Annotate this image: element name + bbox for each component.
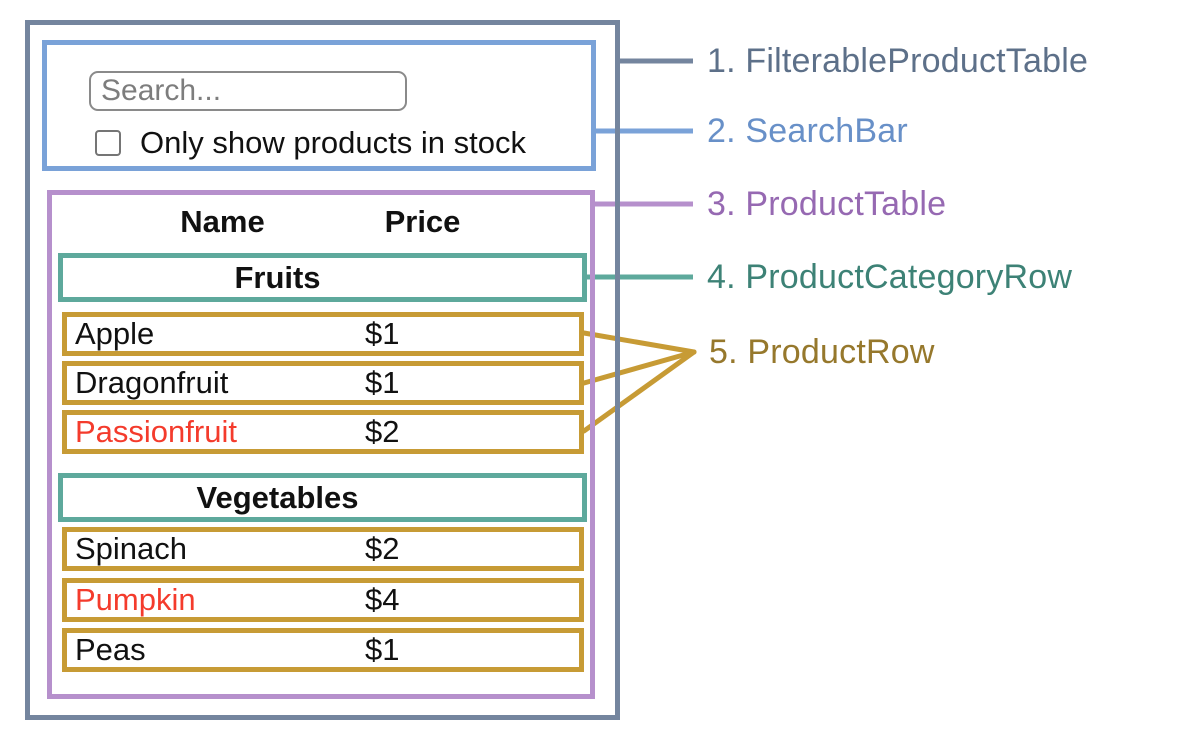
product-row-dragonfruit: Dragonfruit $1: [62, 361, 584, 405]
product-name: Peas: [75, 632, 146, 667]
annotation-product-row: 5. ProductRow: [709, 333, 935, 371]
annotation-product-category-row: 4. ProductCategoryRow: [707, 258, 1073, 296]
product-name: Dragonfruit: [75, 365, 229, 400]
product-name: Spinach: [75, 531, 188, 566]
in-stock-checkbox[interactable]: [95, 130, 121, 156]
product-row-spinach: Spinach $2: [62, 527, 584, 571]
column-header-name: Name: [180, 204, 265, 239]
column-header-price: Price: [384, 204, 461, 239]
search-bar-box: [42, 40, 596, 171]
product-price: $4: [365, 582, 400, 617]
product-name: Apple: [75, 316, 155, 351]
category-label: Fruits: [234, 260, 321, 295]
product-price: $2: [365, 531, 400, 566]
product-price: $2: [365, 414, 400, 449]
product-name: Passionfruit: [75, 414, 237, 449]
product-price: $1: [365, 365, 400, 400]
product-row-apple: Apple $1: [62, 312, 584, 356]
product-price: $1: [365, 632, 400, 667]
annotation-search-bar: 2. SearchBar: [707, 112, 908, 150]
product-name: Pumpkin: [75, 582, 196, 617]
product-row-peas: Peas $1: [62, 628, 584, 672]
category-row-vegetables: Vegetables: [58, 473, 587, 522]
search-input[interactable]: [89, 71, 407, 111]
product-row-pumpkin: Pumpkin $4: [62, 578, 584, 622]
product-price: $1: [365, 316, 400, 351]
in-stock-checkbox-label[interactable]: Only show products in stock: [140, 125, 526, 160]
category-row-fruits: Fruits: [58, 253, 587, 302]
category-label: Vegetables: [196, 480, 359, 515]
filterable-product-table-box: [25, 20, 620, 720]
product-row-passionfruit: Passionfruit $2: [62, 410, 584, 454]
annotation-filterable-product-table: 1. FilterableProductTable: [707, 42, 1089, 80]
product-table-box: [47, 190, 595, 699]
annotation-product-table: 3. ProductTable: [707, 185, 947, 223]
